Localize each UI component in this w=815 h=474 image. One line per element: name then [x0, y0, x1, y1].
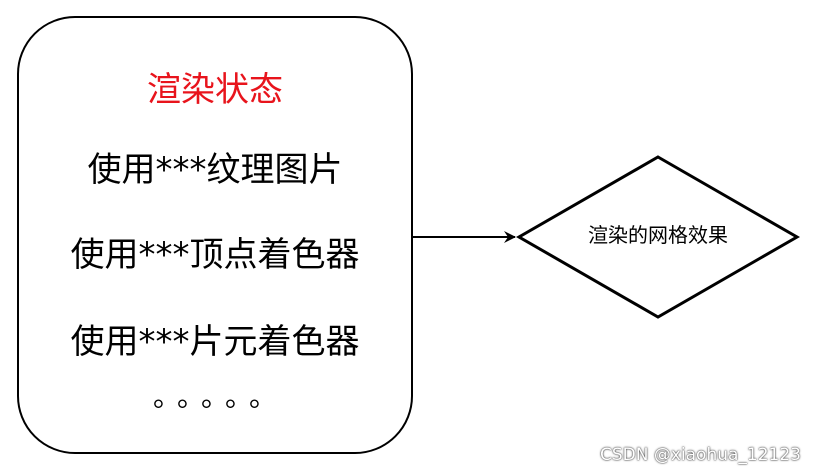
state-ellipsis: 。。。。。	[152, 380, 287, 413]
state-item-vertex-shader: 使用***顶点着色器	[70, 235, 360, 275]
render-state-title: 渲染状态	[147, 70, 283, 110]
result-diamond	[515, 155, 801, 319]
result-label: 渲染的网格效果	[588, 223, 728, 247]
state-item-fragment-shader: 使用***片元着色器	[70, 322, 360, 362]
watermark: CSDN @xiaohua_12123	[599, 445, 801, 465]
state-item-texture: 使用***纹理图片	[87, 150, 343, 190]
render-state-box: 渲染状态 使用***纹理图片 使用***顶点着色器 使用***片元着色器 。。。…	[17, 16, 413, 454]
